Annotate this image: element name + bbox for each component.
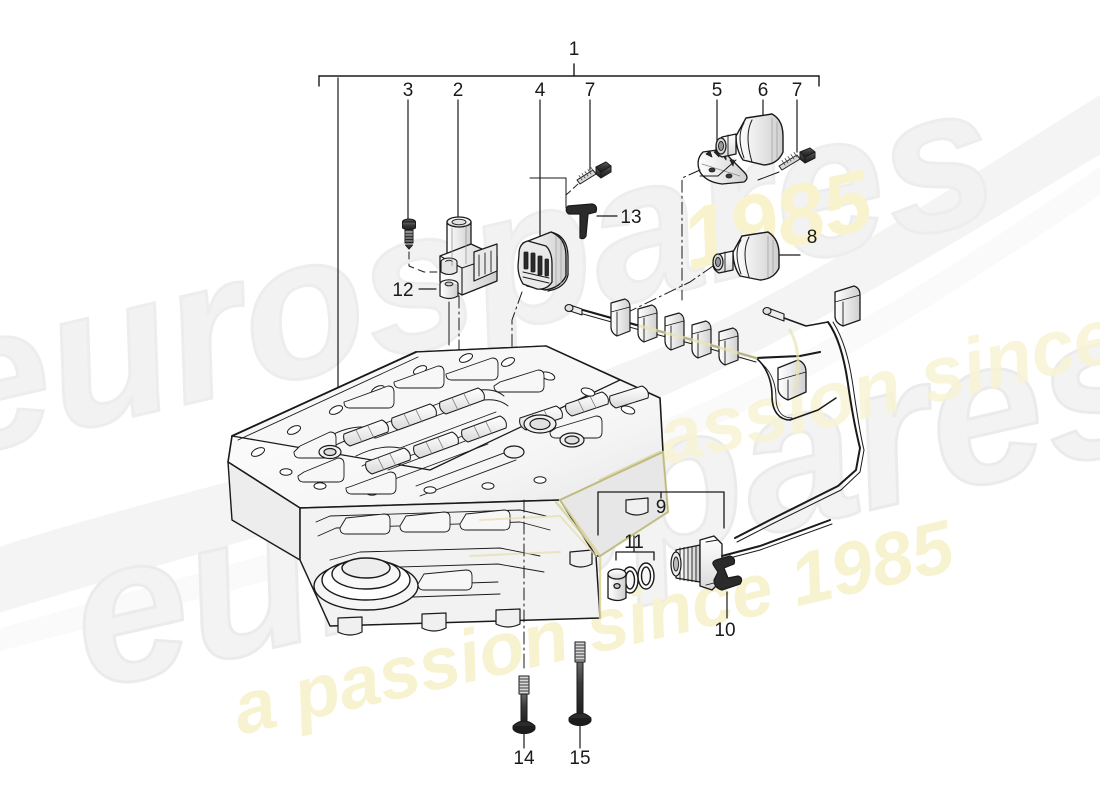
callout-bracket-orings xyxy=(615,535,655,561)
callout-label-1: 1 xyxy=(569,39,580,60)
callout-label-3: 3 xyxy=(403,80,414,101)
part-wiring-harness xyxy=(564,285,865,543)
harness-connector xyxy=(691,320,712,359)
callout-label-10: 10 xyxy=(714,620,735,641)
part-shift-solenoid-lower xyxy=(619,231,801,317)
callout-label-14: 14 xyxy=(513,748,535,769)
part-valve-body xyxy=(227,345,670,661)
harness-connector xyxy=(610,298,631,337)
harness-connector xyxy=(637,304,658,343)
callout-label-2: 2 xyxy=(453,80,464,101)
part-bolt-14 xyxy=(512,659,536,749)
part-retaining-clip-13 xyxy=(529,177,618,240)
callout-label-9: 9 xyxy=(656,497,667,518)
callout-leader-lines xyxy=(337,77,798,391)
part-o-rings xyxy=(621,562,655,594)
part-bolt-15 xyxy=(568,641,592,749)
part-bushing xyxy=(418,279,459,346)
callout-bracket-connector xyxy=(597,491,725,536)
callout-label-4: 4 xyxy=(535,80,546,101)
part-speed-sensor xyxy=(439,216,498,401)
callout-label-12: 12 xyxy=(392,280,413,301)
callout-label-6: 6 xyxy=(758,80,769,101)
callout-label-7a: 7 xyxy=(585,80,596,101)
callout-bracket-main xyxy=(318,63,820,87)
callout-label-7b: 7 xyxy=(792,80,803,101)
callout-label-8: 8 xyxy=(807,227,818,248)
callout-label-5: 5 xyxy=(712,80,723,101)
part-detent-spring xyxy=(681,149,748,301)
harness-connector xyxy=(664,312,685,351)
part-pressure-regulator-solenoid xyxy=(511,231,569,411)
part-collar xyxy=(607,568,627,602)
part-hex-bolt-left xyxy=(576,161,612,185)
callout-label-11: 11 xyxy=(624,532,644,553)
part-connector-9 xyxy=(670,519,833,591)
part-retaining-clip-10 xyxy=(712,555,743,619)
part-hex-bolt-right xyxy=(757,147,816,181)
callout-label-13: 13 xyxy=(620,207,641,228)
watermark-swoosh-2 xyxy=(0,166,1100,652)
part-shift-solenoid-top xyxy=(699,113,784,177)
harness-connector xyxy=(718,327,739,366)
part-screw-plug xyxy=(402,218,442,273)
callout-labels: 1 3 2 4 7 5 6 7 13 8 12 9 11 10 14 15 xyxy=(392,39,817,769)
callout-label-15: 15 xyxy=(569,748,590,769)
